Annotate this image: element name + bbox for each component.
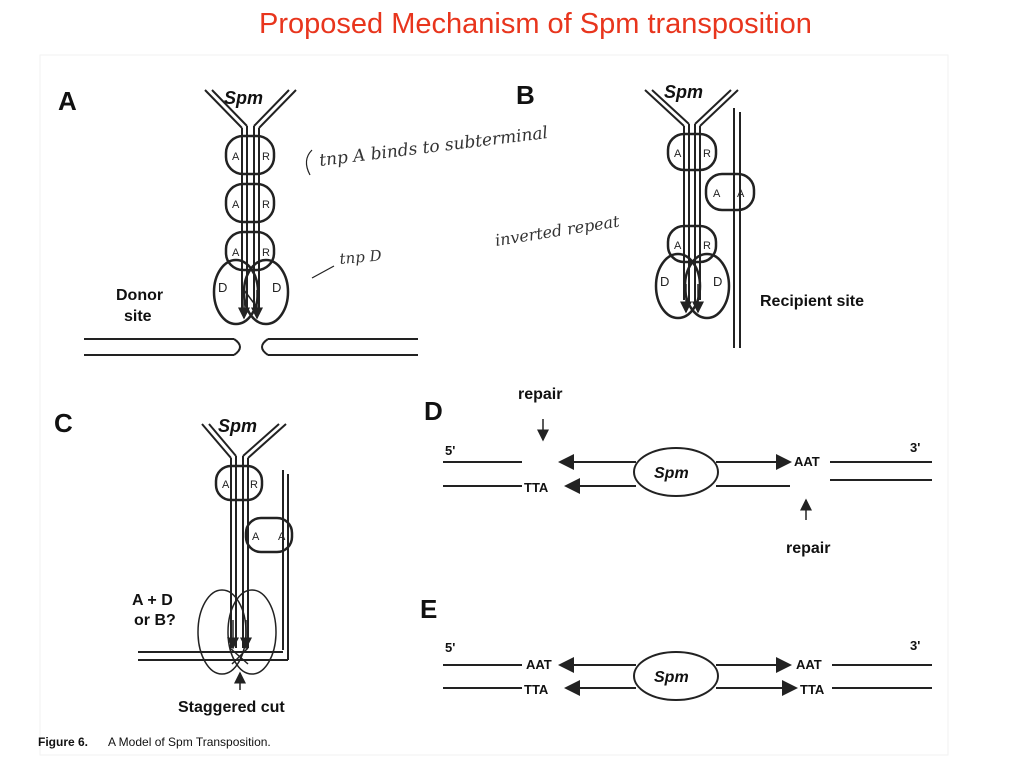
panel-d-three-prime: 3' xyxy=(910,440,920,455)
panel-e-seq-tta-left: TTA xyxy=(524,682,549,697)
svg-text:A: A xyxy=(252,531,260,543)
panel-d-letter: D xyxy=(424,396,443,426)
svg-text:R: R xyxy=(703,148,711,160)
handwritten-note-tnpa: tnp A binds to subterminal xyxy=(318,123,549,171)
panel-b-spm-label: Spm xyxy=(664,82,703,102)
panel-d-five-prime: 5' xyxy=(445,443,455,458)
figure-caption: Figure 6. A Model of Spm Transposition. xyxy=(38,735,271,749)
panel-d: D 5' 3' repair Spm AAT TTA repair xyxy=(424,386,932,557)
caption-label: Figure 6. xyxy=(38,735,88,749)
panel-c-staggered-cut: Staggered cut xyxy=(178,699,285,716)
panel-a-box-a: A xyxy=(232,151,240,163)
svg-text:A: A xyxy=(713,188,721,200)
panel-e-spm-bubble xyxy=(633,651,719,701)
svg-text:A: A xyxy=(278,531,286,543)
panel-a-lobe-d: D xyxy=(218,280,227,295)
panel-e-five-prime: 5' xyxy=(445,640,455,655)
slide-title: Proposed Mechanism of Spm transposition xyxy=(259,8,812,40)
svg-text:D: D xyxy=(660,274,669,289)
panel-a-binding-boxes xyxy=(212,134,290,326)
svg-text:R: R xyxy=(703,240,711,252)
svg-text:A: A xyxy=(737,188,745,200)
panel-c-question-line1: A + D xyxy=(132,592,173,609)
panel-d-repair-bottom: repair xyxy=(786,540,830,557)
panel-e: E 5' 3' Spm AAT AAT TTA TTA xyxy=(420,594,932,701)
panel-a-site-label: site xyxy=(124,308,152,325)
panel-b: B Spm A R A A A R D D Recipient site xyxy=(516,80,864,348)
panel-a-box-r: R xyxy=(262,151,270,163)
panel-d-seq-tta: TTA xyxy=(524,480,549,495)
panel-a-box-r: R xyxy=(262,199,270,211)
panel-a-lobe-d: D xyxy=(272,280,281,295)
panel-c-ellipses xyxy=(197,589,277,675)
panel-a-box-a: A xyxy=(232,199,240,211)
panel-e-seq-tta-right: TTA xyxy=(800,682,825,697)
panel-c-question-line2: or B? xyxy=(134,612,176,629)
panel-a-letter: A xyxy=(58,86,77,116)
panel-d-seq-aat: AAT xyxy=(794,454,820,469)
panel-d-spm-label: Spm xyxy=(654,465,689,482)
panel-e-seq-aat-left: AAT xyxy=(526,657,552,672)
panel-b-letter: B xyxy=(516,80,535,110)
svg-text:D: D xyxy=(713,274,722,289)
panel-a: A Spm A R A R A R D D Donor si xyxy=(58,86,418,356)
panel-c-spm-label: Spm xyxy=(218,416,257,436)
svg-text:R: R xyxy=(250,479,258,491)
panel-d-repair-top: repair xyxy=(518,386,562,403)
panel-c-letter: C xyxy=(54,408,73,438)
panel-a-donor-dna xyxy=(84,338,418,356)
handwritten-note-inverted-repeat: inverted repeat xyxy=(494,211,622,250)
svg-text:A: A xyxy=(222,479,230,491)
panel-a-box-r: R xyxy=(262,247,270,259)
panel-b-recipient-label: Recipient site xyxy=(760,293,864,310)
panel-e-three-prime: 3' xyxy=(910,638,920,653)
caption-text: A Model of Spm Transposition. xyxy=(108,735,271,749)
panel-e-seq-aat-right: AAT xyxy=(796,657,822,672)
panel-e-letter: E xyxy=(420,594,437,624)
panel-c: C Spm A R A A A + D or B? Staggere xyxy=(54,408,294,716)
panel-a-donor-label: Donor xyxy=(116,287,163,304)
svg-text:A: A xyxy=(674,240,682,252)
panel-a-spm-label: Spm xyxy=(224,88,263,108)
panel-e-spm-label: Spm xyxy=(654,669,689,686)
panel-d-spm-bubble xyxy=(633,447,719,497)
panel-a-box-a: A xyxy=(232,247,240,259)
handwritten-note-tnpd: tnp D xyxy=(339,246,383,268)
svg-text:A: A xyxy=(674,148,682,160)
handwritten-notes: tnp A binds to subterminal tnp D inverte… xyxy=(305,123,622,279)
